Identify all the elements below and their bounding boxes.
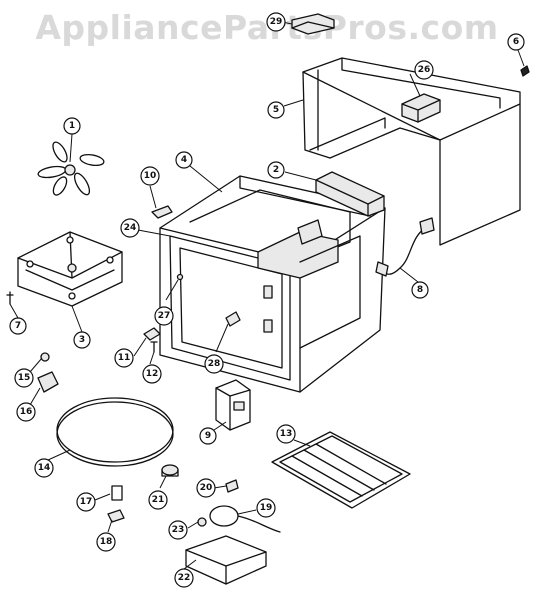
coupler (161, 464, 179, 477)
callout-11: 11 (114, 348, 134, 368)
outer-cabinet (302, 57, 521, 246)
callout-6: 6 (507, 33, 525, 51)
callout-14: 14 (34, 458, 54, 478)
part-11 (143, 327, 161, 341)
callout-1-label: 1 (69, 121, 75, 131)
part-28 (225, 311, 241, 327)
callout-9: 9 (199, 427, 217, 445)
fan-blade (37, 141, 105, 196)
leader-lines (9, 21, 525, 573)
callout-4: 4 (175, 151, 193, 169)
callout-20: 20 (196, 478, 216, 498)
callout-27: 27 (154, 306, 174, 326)
callout-26: 26 (414, 60, 434, 80)
callout-15-label: 15 (18, 373, 31, 383)
callout-9-label: 9 (205, 431, 211, 441)
waveguide-cover (315, 171, 385, 217)
callout-3: 3 (73, 331, 91, 349)
callout-19-label: 19 (260, 503, 273, 513)
callout-16: 16 (16, 402, 36, 422)
callout-4-label: 4 (181, 155, 187, 165)
callout-10: 10 (140, 166, 160, 186)
screw-27 (176, 273, 184, 281)
callout-7-label: 7 (15, 321, 21, 331)
oven-cavity (159, 175, 386, 393)
callout-18: 18 (96, 532, 116, 552)
callout-8-label: 8 (417, 285, 423, 295)
callout-5: 5 (267, 101, 285, 119)
part-20 (225, 479, 239, 493)
turntable-glass (56, 397, 174, 467)
callout-27-label: 27 (158, 311, 171, 321)
callout-12-label: 12 (146, 369, 159, 379)
callout-7: 7 (9, 317, 27, 335)
callout-19: 19 (256, 498, 276, 518)
callout-21: 21 (148, 490, 168, 510)
part-15 (40, 352, 50, 362)
callout-1: 1 (63, 117, 81, 135)
part-12 (150, 341, 158, 353)
part-18 (107, 509, 125, 523)
callout-26-label: 26 (418, 65, 431, 75)
callout-28: 28 (204, 354, 224, 374)
callout-16-label: 16 (20, 407, 33, 417)
power-cord (375, 217, 435, 277)
latch-assembly (215, 379, 251, 431)
small-pin (6, 291, 14, 305)
callout-5-label: 5 (273, 105, 279, 115)
callout-21-label: 21 (152, 495, 165, 505)
callout-23-label: 23 (172, 525, 185, 535)
bottom-tray (185, 535, 267, 585)
callout-29-label: 29 (270, 17, 283, 27)
motor (209, 505, 281, 533)
callout-11-label: 11 (118, 353, 131, 363)
callout-18-label: 18 (100, 537, 113, 547)
part-16 (37, 371, 59, 393)
callout-23: 23 (168, 520, 188, 540)
callout-24-label: 24 (124, 223, 137, 233)
callout-28-label: 28 (208, 359, 221, 369)
callout-3-label: 3 (79, 335, 85, 345)
callout-6-label: 6 (513, 37, 519, 47)
callout-12: 12 (142, 364, 162, 384)
top-bracket (291, 13, 335, 35)
callout-13: 13 (276, 424, 296, 444)
callout-17-label: 17 (80, 497, 93, 507)
callout-22-label: 22 (178, 573, 191, 583)
callout-13-label: 13 (280, 429, 293, 439)
callout-2-label: 2 (273, 165, 279, 175)
callout-8: 8 (411, 281, 429, 299)
callout-22: 22 (174, 568, 194, 588)
screw (520, 65, 530, 77)
callout-17: 17 (76, 492, 96, 512)
callout-24: 24 (120, 218, 140, 238)
part-23 (197, 517, 207, 527)
clip (151, 205, 173, 219)
callout-20-label: 20 (200, 483, 213, 493)
stirrer-tray (17, 231, 123, 307)
oven-rack (271, 431, 411, 509)
callout-15: 15 (14, 368, 34, 388)
vent-part (401, 93, 441, 123)
callout-10-label: 10 (144, 171, 157, 181)
callout-14-label: 14 (38, 463, 51, 473)
part-17 (111, 485, 123, 501)
watermark-text: AppliancePartsPros.com (35, 8, 499, 47)
callout-29: 29 (266, 12, 286, 32)
callout-2: 2 (267, 161, 285, 179)
